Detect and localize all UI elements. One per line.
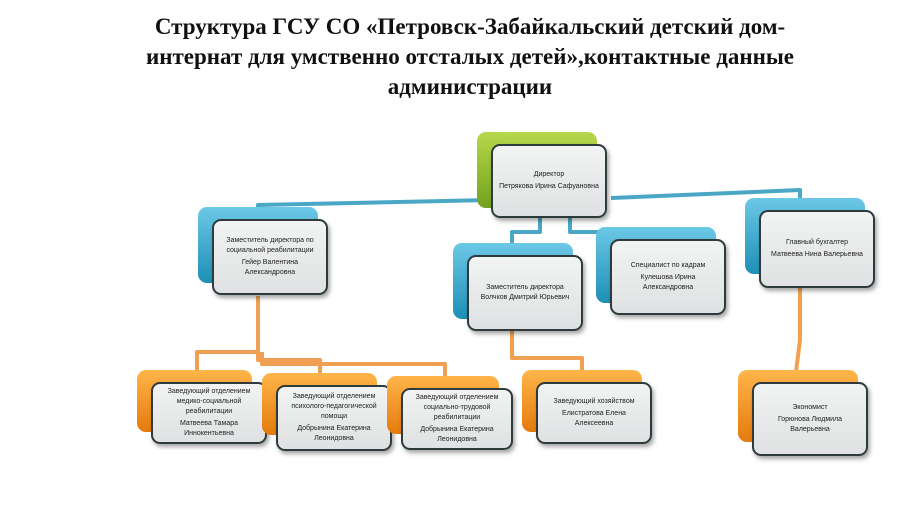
node-role: Заведующий отделением социально-трудовой… [415, 394, 499, 421]
node-person: Елистратова Елена Алексеевна [562, 410, 626, 427]
node-role: Заведующий отделением психолого-педагоги… [291, 393, 377, 420]
node-role: Главный бухгалтер [786, 239, 848, 246]
node-person: Петрякова Ирина Сафуановна [499, 183, 599, 190]
connector-volchkov-household [510, 330, 584, 372]
connector-social-labor [260, 352, 447, 385]
node-role: Заведующий хозяйством [553, 398, 635, 405]
slide-title: Структура ГСУ СО «Петровск-Забайкальский… [145, 14, 795, 99]
node-role: Экономист [792, 404, 828, 411]
node-role: Заместитель директора Волчков Дмитрий Юр… [480, 284, 570, 301]
node-person: Добрынина Екатерина Леонидовна [420, 426, 494, 443]
node-role: Заведующий отделением медико-социальной … [167, 388, 251, 415]
node-person: Матвеева Нина Валерьевна [771, 251, 863, 258]
connector-accountant-economist [794, 288, 802, 373]
connector-director-accountant [610, 188, 802, 200]
node-person: Гейер Валентина Александровна [241, 259, 299, 276]
connector-social-med [195, 296, 260, 372]
node-person: Матвеева Тамара Иннокентьевна [179, 420, 239, 437]
node-person: Горюнова Людмила Валерьевна [777, 416, 843, 433]
node-role: Заместитель директора по социальной реаб… [226, 237, 314, 254]
node-person: Кулешова Ирина Александровна [640, 274, 696, 291]
connector-social-psych [256, 352, 322, 375]
node-role: Директор [533, 171, 565, 178]
connector-director-volchkov [510, 218, 542, 245]
node-role: Специалист по кадрам [630, 262, 706, 269]
node-person: Добрынина Екатерина Леонидовна [297, 425, 371, 442]
